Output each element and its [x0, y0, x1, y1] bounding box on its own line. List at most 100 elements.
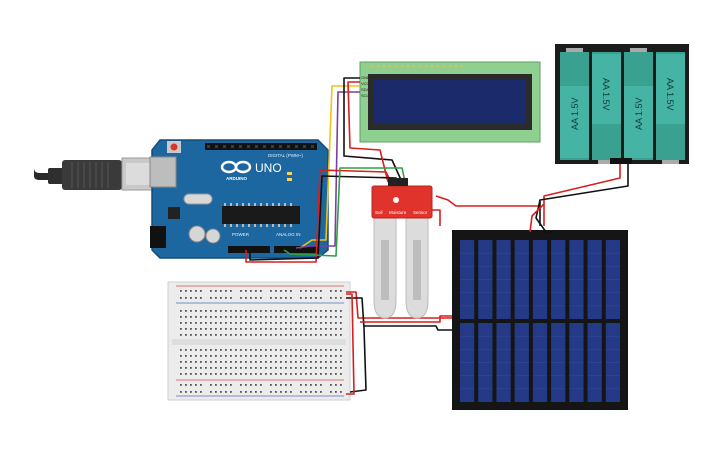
breadboard-hole: [235, 322, 237, 324]
breadboard-hole: [240, 355, 242, 357]
battery-cell: [656, 52, 685, 164]
breadboard-hole: [245, 322, 247, 324]
breadboard-hole: [245, 328, 247, 330]
breadboard-hole: [325, 316, 327, 318]
breadboard-hole: [250, 349, 252, 351]
breadboard-hole: [285, 334, 287, 336]
breadboard-hole: [295, 322, 297, 324]
breadboard-hole: [180, 290, 182, 292]
breadboard-hole: [335, 373, 337, 375]
breadboard-hole: [295, 373, 297, 375]
breadboard-hole: [180, 361, 182, 363]
breadboard-hole: [265, 316, 267, 318]
breadboard-hole: [240, 316, 242, 318]
breadboard-hole: [210, 349, 212, 351]
breadboard-hole: [200, 334, 202, 336]
breadboard-hole: [190, 310, 192, 312]
breadboard-hole: [280, 310, 282, 312]
breadboard-hole: [340, 297, 342, 299]
arduino-uno-board[interactable]: DIGITAL (PWM~) UNO ARDUINO: [149, 139, 329, 259]
breadboard-hole: [235, 316, 237, 318]
breadboard[interactable]: [167, 281, 351, 401]
breadboard-hole: [270, 384, 272, 386]
breadboard-hole: [205, 310, 207, 312]
breadboard-hole: [280, 355, 282, 357]
breadboard-hole: [250, 316, 252, 318]
breadboard-hole: [335, 322, 337, 324]
breadboard-hole: [225, 322, 227, 324]
breadboard-hole: [230, 297, 232, 299]
breadboard-hole: [255, 310, 257, 312]
breadboard-hole: [200, 297, 202, 299]
breadboard-hole: [205, 334, 207, 336]
breadboard-hole: [195, 290, 197, 292]
breadboard-hole: [280, 328, 282, 330]
breadboard-hole: [245, 297, 247, 299]
wire-solar-node-red: [529, 203, 545, 233]
breadboard-hole: [330, 349, 332, 351]
wire-red-battery: [543, 164, 621, 226]
breadboard-hole: [210, 384, 212, 386]
breadboard-hole: [335, 355, 337, 357]
breadboard-hole: [270, 322, 272, 324]
breadboard-hole: [320, 316, 322, 318]
breadboard-hole: [335, 316, 337, 318]
breadboard-hole: [205, 322, 207, 324]
breadboard-hole: [310, 310, 312, 312]
breadboard-hole: [255, 290, 257, 292]
breadboard-hole: [205, 328, 207, 330]
breadboard-hole: [340, 334, 342, 336]
breadboard-hole: [255, 297, 257, 299]
wire-black-bb: [346, 297, 367, 393]
breadboard-hole: [300, 290, 302, 292]
breadboard-hole: [260, 290, 262, 292]
breadboard-hole: [185, 391, 187, 393]
breadboard-hole: [225, 361, 227, 363]
arduino-maker-label: ARDUINO: [226, 176, 247, 181]
breadboard-hole: [325, 355, 327, 357]
breadboard-hole: [325, 367, 327, 369]
solar-panel[interactable]: [452, 230, 628, 410]
breadboard-hole: [290, 349, 292, 351]
breadboard-hole: [275, 391, 277, 393]
breadboard-hole: [220, 384, 222, 386]
breadboard-hole: [290, 355, 292, 357]
breadboard-hole: [180, 367, 182, 369]
breadboard-hole: [285, 355, 287, 357]
breadboard-hole: [225, 290, 227, 292]
battery-cell: [560, 48, 589, 160]
breadboard-hole: [190, 361, 192, 363]
breadboard-hole: [210, 334, 212, 336]
breadboard-hole: [215, 310, 217, 312]
lcd-display-module[interactable]: GND VCC SDA SCL: [359, 61, 541, 143]
wire-red-sensor-solar: [435, 195, 538, 207]
breadboard-hole: [230, 290, 232, 292]
breadboard-hole: [335, 290, 337, 292]
breadboard-hole: [210, 367, 212, 369]
breadboard-hole: [315, 297, 317, 299]
breadboard-hole: [255, 349, 257, 351]
breadboard-hole: [225, 373, 227, 375]
breadboard-hole: [255, 373, 257, 375]
breadboard-hole: [190, 349, 192, 351]
breadboard-hole: [285, 328, 287, 330]
soil-moisture-sensor[interactable]: Soil Moisture Sensor: [371, 178, 433, 319]
breadboard-hole: [185, 384, 187, 386]
breadboard-hole: [340, 391, 342, 393]
breadboard-hole: [320, 373, 322, 375]
breadboard-hole: [205, 373, 207, 375]
breadboard-hole: [320, 384, 322, 386]
breadboard-hole: [220, 367, 222, 369]
breadboard-hole: [330, 297, 332, 299]
breadboard-hole: [215, 316, 217, 318]
breadboard-hole: [195, 367, 197, 369]
breadboard-hole: [230, 361, 232, 363]
breadboard-hole: [255, 334, 257, 336]
solar-cell-grid: [460, 240, 620, 402]
breadboard-hole: [265, 310, 267, 312]
breadboard-hole: [320, 322, 322, 324]
breadboard-hole: [315, 349, 317, 351]
breadboard-hole: [190, 290, 192, 292]
battery-pack[interactable]: AA 1.5V AA 1.5V AA 1.5V AA 1.5V: [555, 44, 689, 164]
breadboard-hole: [255, 367, 257, 369]
